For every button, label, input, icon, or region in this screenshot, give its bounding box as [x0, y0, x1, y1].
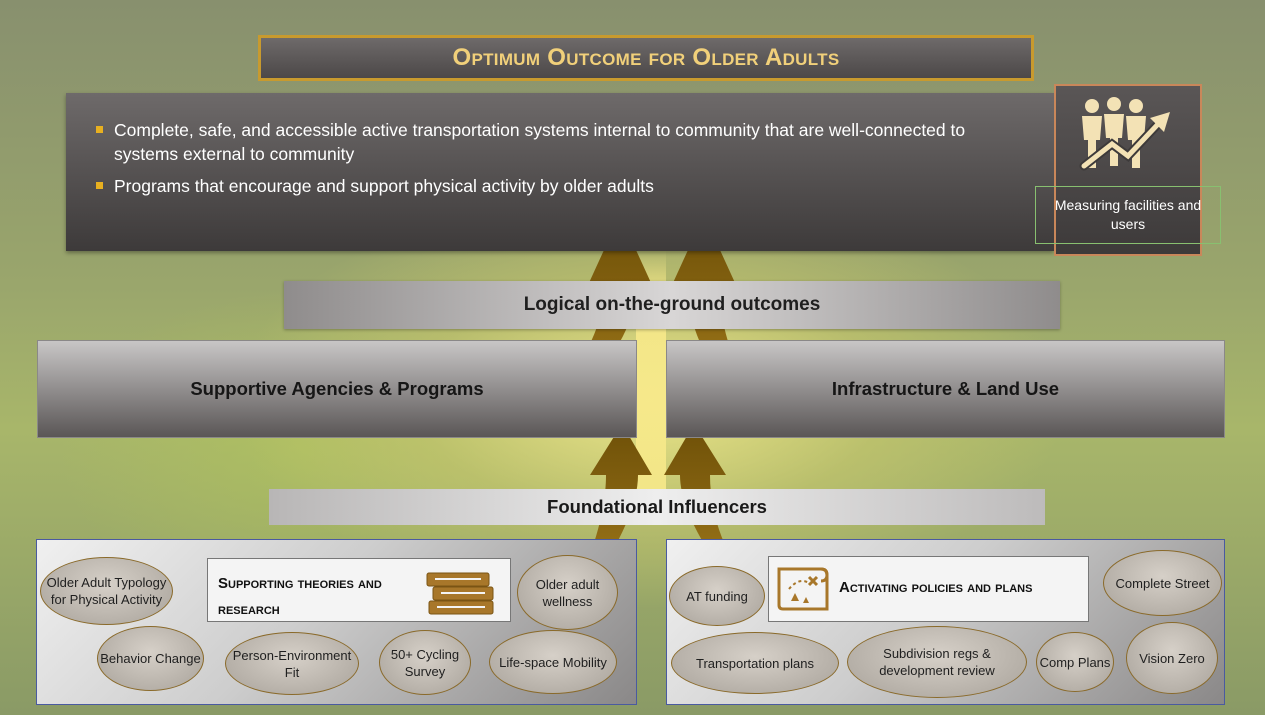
oval-subdivision: Subdivision regs & development review — [847, 626, 1027, 698]
map-icon — [777, 567, 829, 611]
oval-transportation: Transportation plans — [671, 632, 839, 694]
infrastructure-panel: Infrastructure & Land Use — [666, 340, 1225, 438]
activating-policies-title: Activating policies and plans — [839, 579, 1033, 596]
measure-box — [1054, 84, 1202, 256]
activating-policies-group: AT funding Activating policies and plans… — [666, 539, 1225, 705]
oval-person-environment: Person-Environment Fit — [225, 632, 359, 695]
oval-lifespace: Life-space Mobility — [489, 630, 617, 694]
supporting-theories-title: Supporting theories and research — [218, 575, 382, 618]
supportive-panel: Supportive Agencies & Programs — [37, 340, 637, 438]
oval-comp-plans: Comp Plans — [1036, 632, 1114, 692]
oval-at-funding: AT funding — [669, 566, 765, 626]
activating-policies-card: Activating policies and plans — [768, 556, 1089, 622]
outcome-item: Programs that encourage and support phys… — [96, 174, 1034, 198]
oval-behavior: Behavior Change — [97, 626, 204, 691]
oval-wellness: Older adult wellness — [517, 555, 618, 630]
oval-cycling: 50+ Cycling Survey — [379, 630, 471, 695]
page-title: Optimum Outcome for Older Adults — [258, 35, 1034, 81]
logical-outcomes-bar: Logical on-the-ground outcomes — [284, 281, 1060, 329]
outcome-list: Complete, safe, and accessible active tr… — [66, 93, 1054, 198]
supporting-theories-card: Supporting theories and research — [207, 558, 511, 622]
oval-typology: Older Adult Typology for Physical Activi… — [40, 557, 173, 625]
outcome-box: Complete, safe, and accessible active tr… — [66, 93, 1054, 251]
people-growth-icon — [1079, 97, 1170, 171]
outcome-item: Complete, safe, and accessible active tr… — [96, 118, 1034, 166]
oval-complete-street: Complete Street — [1103, 550, 1222, 616]
supporting-theories-group: Older Adult Typology for Physical Activi… — [36, 539, 637, 705]
foundational-bar: Foundational Influencers — [269, 489, 1045, 525]
oval-vision-zero: Vision Zero — [1126, 622, 1218, 694]
books-icon — [426, 572, 494, 615]
measure-label: Measuring facilities and users — [1035, 186, 1221, 244]
